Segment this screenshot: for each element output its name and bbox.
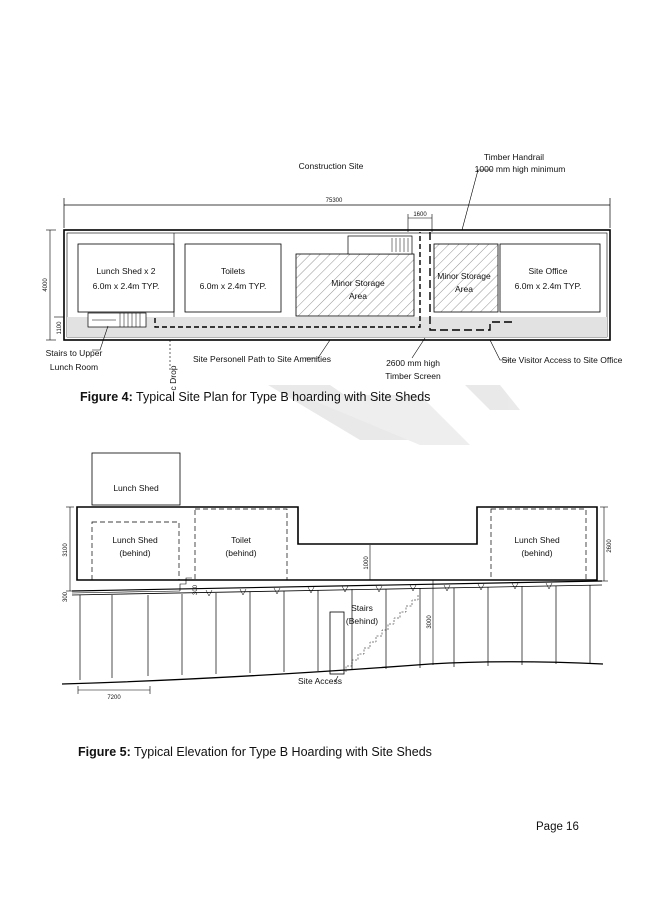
toilets-label-2: 6.0m x 2.4m TYP.	[200, 281, 267, 291]
mid-dimension: 1000	[364, 556, 370, 570]
right-lunch-behind-outline	[490, 508, 587, 581]
construction-site-label: Construction Site	[299, 161, 364, 171]
site-access-leader	[334, 675, 339, 683]
upper-lunch-shed-label: Lunch Shed	[113, 483, 159, 493]
stairs-behind-label-2: (Behind)	[346, 616, 378, 626]
right-lunch-label-2: (behind)	[521, 548, 552, 558]
personnel-leader	[305, 339, 331, 359]
minor-storage-2-label-2: Area	[455, 284, 473, 294]
lunch-behind-label-1: Lunch Shed	[112, 535, 158, 545]
lunch-shed-label-1: Lunch Shed x 2	[96, 266, 155, 276]
elevation-stairs	[345, 594, 419, 672]
path-zone	[67, 317, 607, 337]
small-left-dimension: 300	[63, 591, 69, 602]
visitor-leader	[489, 339, 510, 361]
bottom-dimension: 7200	[107, 695, 121, 701]
right-lunch-label-1: Lunch Shed	[514, 535, 560, 545]
plan-lower-stairs	[87, 312, 147, 328]
stairs-leader	[92, 325, 109, 351]
visitor-access-path	[429, 232, 515, 331]
visitor-access-label: Site Visitor Access to Site Office	[502, 355, 623, 365]
toilets-label-1: Toilets	[221, 266, 245, 276]
site-office-label-1: Site Office	[528, 266, 567, 276]
screen-label-2: Timber Screen	[385, 371, 441, 381]
lunch-behind-label-2: (behind)	[119, 548, 150, 558]
small-mid-dimension: 300	[193, 584, 199, 595]
elevation-labels: Lunch Shed Lunch Shed (behind) Toilet (b…	[63, 483, 613, 701]
watermark	[268, 385, 520, 445]
handrail-label-2: 1000 mm high minimum	[475, 164, 566, 174]
overall-dimension: 75300	[326, 198, 343, 204]
lunch-shed-block	[77, 243, 175, 313]
minor-storage-1-block	[295, 253, 415, 317]
upper-lunch-shed-box	[91, 452, 181, 506]
lunch-shed-label-2: 6.0m x 2.4m TYP.	[93, 281, 160, 291]
figure-4-label: Figure 4:	[80, 390, 133, 404]
page-number: Page 16	[536, 821, 579, 833]
handrail-label-1: Timber Handrail	[484, 152, 544, 162]
stairs-upper-label-2: Lunch Room	[50, 362, 98, 372]
minor-storage-1-label-2: Area	[349, 291, 367, 301]
minor-storage-2-label-1: Minor Storage	[437, 271, 491, 281]
handrail-leader	[461, 169, 492, 231]
hoarding-outline	[76, 506, 598, 581]
stairs-upper-label-1: Stairs to Upper	[46, 348, 103, 358]
left-height-dimension: 3100	[63, 543, 69, 557]
site-office-block	[499, 243, 601, 313]
minor-storage-2-block	[433, 243, 499, 313]
stairs-behind-label-1: Stairs	[351, 603, 373, 613]
lunch-behind-outline	[91, 521, 180, 581]
deck-top	[71, 580, 603, 592]
figure-5-caption: Figure 5: Typical Elevation for Type B H…	[78, 745, 432, 759]
elevation	[61, 452, 608, 694]
small-dimension: 1100	[57, 321, 63, 335]
minor-storage-1-label-1: Minor Storage	[331, 278, 385, 288]
hoarding-boundary	[63, 229, 611, 341]
stair-height-dimension: 3000	[427, 615, 433, 629]
toilets-block	[184, 243, 282, 313]
toilet-behind-outline	[194, 508, 288, 581]
hoarding-posts	[79, 585, 591, 680]
site-access-label: Site Access	[298, 676, 342, 686]
personnel-path	[154, 232, 421, 328]
drop-label: c Drop	[168, 365, 178, 390]
figure-5-label: Figure 5:	[78, 745, 131, 759]
figure-4-text: Typical Site Plan for Type B hoarding wi…	[136, 390, 431, 404]
site-plan	[46, 169, 611, 372]
ground-line	[61, 661, 604, 685]
site-access-door	[329, 611, 345, 675]
figure-5-text: Typical Elevation for Type B Hoarding wi…	[134, 745, 432, 759]
stair-dimension: 1600	[413, 212, 427, 218]
toilet-label-1: Toilet	[231, 535, 251, 545]
right-height-dimension: 2600	[607, 539, 613, 553]
screen-label-1: 2600 mm high	[386, 358, 440, 368]
depth-dimension: 4000	[43, 278, 49, 292]
screen-leader	[411, 337, 426, 359]
personnel-path-label: Site Personell Path to Site Amenities	[193, 354, 331, 364]
plan-stair-block	[347, 235, 413, 255]
site-plan-labels: Construction Site Timber Handrail 1000 m…	[43, 152, 623, 391]
toilet-label-2: (behind)	[225, 548, 256, 558]
site-office-label-2: 6.0m x 2.4m TYP.	[515, 281, 582, 291]
figure-4-caption: Figure 4: Typical Site Plan for Type B h…	[80, 390, 430, 404]
